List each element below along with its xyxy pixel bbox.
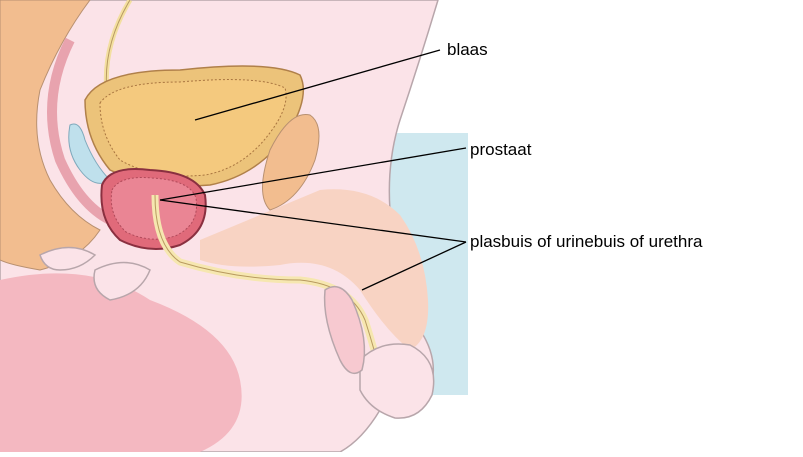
label-prostate: prostaat xyxy=(470,140,531,160)
label-bladder: blaas xyxy=(447,40,488,60)
label-urethra: plasbuis of urinebuis of urethra xyxy=(470,232,702,252)
